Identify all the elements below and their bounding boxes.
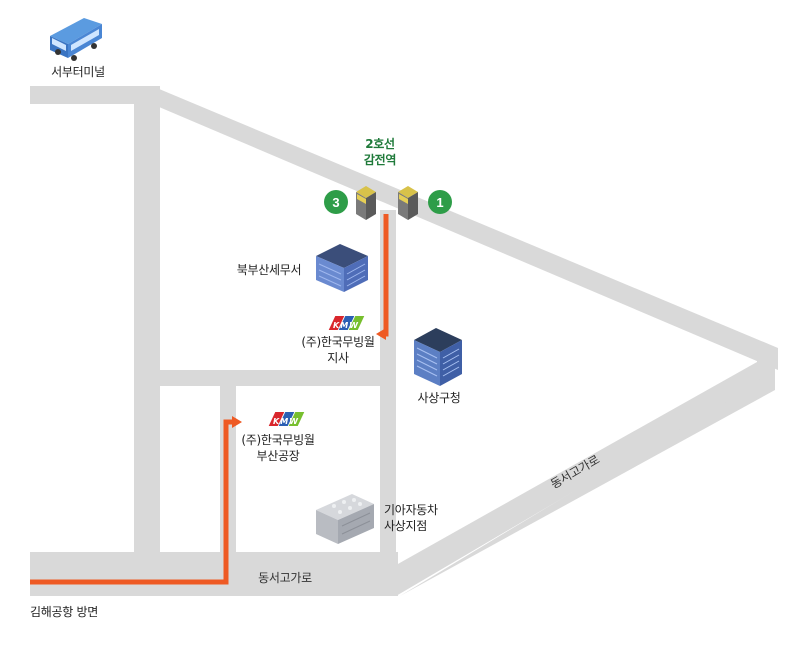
route-arrow-branch — [376, 328, 386, 340]
subway-exit-icon — [398, 186, 418, 220]
kmw-logo: KMW — [328, 316, 368, 330]
road-top-horizontal — [30, 86, 160, 104]
bottom-road-label: 동서고가로 — [258, 571, 312, 585]
direction-label: 김해공항 방면 — [30, 605, 98, 619]
road-network — [30, 86, 778, 596]
exit-number: 1 — [436, 195, 443, 210]
tax-office-label: 북부산세무서 — [236, 263, 302, 277]
exit-badge: 1 — [428, 190, 452, 214]
road-upper-diagonal — [152, 86, 778, 370]
kmw-branch-sub: 지사 — [327, 351, 349, 365]
tower-icon — [414, 328, 462, 386]
road-bottom-horizontal — [30, 552, 398, 596]
kmw-logo: KMW — [268, 412, 308, 426]
kmw-logo-text: KMW — [273, 417, 299, 426]
warehouse-icon — [316, 494, 374, 544]
subway-exit-icon — [356, 186, 376, 220]
bus-icon — [50, 18, 102, 61]
kmw-factory-sub: 부산공장 — [256, 449, 300, 463]
building-icon — [316, 244, 368, 292]
exit-badge: 3 — [324, 190, 348, 214]
route-from-gimhae — [30, 419, 234, 585]
kmw-branch-name: (주)한국무빙월 — [301, 335, 375, 349]
route-arrow-factory — [232, 416, 242, 428]
gu-office-label: 사상구청 — [417, 391, 461, 405]
station-line-label: 2호선 — [365, 137, 395, 151]
kia-label-line2: 사상지점 — [384, 519, 427, 533]
bus-terminal-label: 서부터미널 — [51, 65, 105, 79]
exit-number: 3 — [332, 195, 339, 210]
kmw-logo-text: KMW — [333, 321, 359, 330]
station-name-label: 감전역 — [363, 153, 397, 167]
route-from-exit — [383, 214, 389, 337]
road-vertical-left — [134, 86, 160, 552]
route-path — [30, 214, 389, 585]
road-lower-diagonal-band — [380, 362, 757, 596]
road-middle-horizontal — [160, 370, 396, 386]
kmw-factory-name: (주)한국무빙월 — [241, 433, 315, 447]
kia-label-line1: 기아자동차 — [384, 503, 438, 517]
